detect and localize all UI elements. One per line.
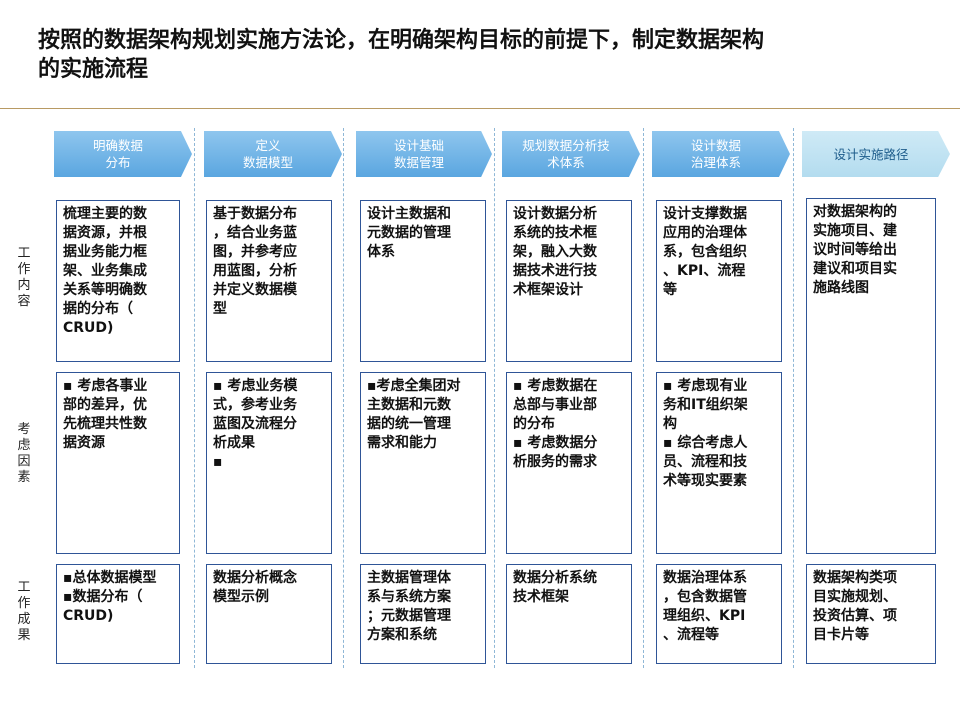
column-separator <box>343 128 344 668</box>
consideration-box-5: ▪ 考虑现有业 务和IT组织架 构 ▪ 综合考虑人 员、流程和技 术等现实要素 <box>656 372 782 554</box>
row-label-considerations: 考 虑 因 素 <box>17 422 31 485</box>
phase-label: 治理体系 <box>690 155 741 170</box>
consideration-box-2: ▪ 考虑业务模 式，参考业务 蓝图及流程分 析成果 ▪ <box>206 372 332 554</box>
phase-label: 规划数据分析技 <box>522 138 610 153</box>
title-line-2: 的实施流程 <box>38 57 149 82</box>
title-divider <box>0 108 960 109</box>
phase-arrow-analytics-architecture: 规划数据分析技术体系 <box>502 131 640 177</box>
column-separator <box>793 128 794 668</box>
consideration-box-4: ▪ 考虑数据在 总部与事业部 的分布 ▪ 考虑数据分 析服务的需求 <box>506 372 632 554</box>
phase-arrow-implementation-path: 设计实施路径 <box>802 131 950 177</box>
work-result-box-6: 数据架构类项 目实施规划、 投资估算、项 目卡片等 <box>806 564 936 664</box>
phase-label: 设计数据 <box>690 138 741 153</box>
phase-label: 设计基础 <box>393 138 444 153</box>
consideration-box-3: ▪考虑全集团对 主数据和元数 据的统一管理 需求和能力 <box>360 372 486 554</box>
title-line-1: 按照的数据架构规划实施方法论，在明确架构目标的前提下，制定数据架构 <box>38 28 765 53</box>
work-content-box-1: 梳理主要的数 据资源，并根 据业务能力框 架、业务集成 关系等明确数 据的分布（… <box>56 200 180 362</box>
row-label-work-content: 工 作 内 容 <box>17 246 31 309</box>
page-title: 按照的数据架构规划实施方法论，在明确架构目标的前提下，制定数据架构 的实施流程 <box>38 26 938 84</box>
work-content-box-6: 对数据架构的 实施项目、建 议时间等给出 建议和项目实 施路线图 <box>806 198 936 554</box>
phase-arrow-data-management: 设计基础数据管理 <box>356 131 492 177</box>
phase-arrow-data-distribution: 明确数据分布 <box>54 131 192 177</box>
work-content-box-5: 设计支撑数据 应用的治理体 系，包含组织 、KPI、流程 等 <box>656 200 782 362</box>
phase-label: 明确数据 <box>92 138 143 153</box>
column-separator <box>643 128 644 668</box>
phase-label: 数据模型 <box>242 155 293 170</box>
work-result-box-1: ▪总体数据模型 ▪数据分布（ CRUD) <box>56 564 180 664</box>
column-separator <box>194 128 195 668</box>
consideration-box-1: ▪ 考虑各事业 部的差异，优 先梳理共性数 据资源 <box>56 372 180 554</box>
phase-label: 定义 <box>255 138 281 153</box>
phase-label: 术体系 <box>547 155 585 170</box>
phase-arrow-data-model: 定义数据模型 <box>204 131 342 177</box>
work-result-box-2: 数据分析概念 模型示例 <box>206 564 332 664</box>
column-separator <box>494 128 495 668</box>
phase-arrow-governance: 设计数据治理体系 <box>652 131 790 177</box>
phase-label: 数据管理 <box>393 155 444 170</box>
phase-label: 设计实施路径 <box>833 146 909 162</box>
work-result-box-3: 主数据管理体 系与系统方案 ；元数据管理 方案和系统 <box>360 564 486 664</box>
work-result-box-5: 数据治理体系 ，包含数据管 理组织、KPI 、流程等 <box>656 564 782 664</box>
work-content-box-2: 基于数据分布 ，结合业务蓝 图，并参考应 用蓝图，分析 并定义数据模 型 <box>206 200 332 362</box>
row-label-work-results: 工 作 成 果 <box>17 580 31 643</box>
work-content-box-4: 设计数据分析 系统的技术框 架，融入大数 据技术进行技 术框架设计 <box>506 200 632 362</box>
phase-label: 分布 <box>105 155 131 170</box>
work-result-box-4: 数据分析系统 技术框架 <box>506 564 632 664</box>
work-content-box-3: 设计主数据和 元数据的管理 体系 <box>360 200 486 362</box>
